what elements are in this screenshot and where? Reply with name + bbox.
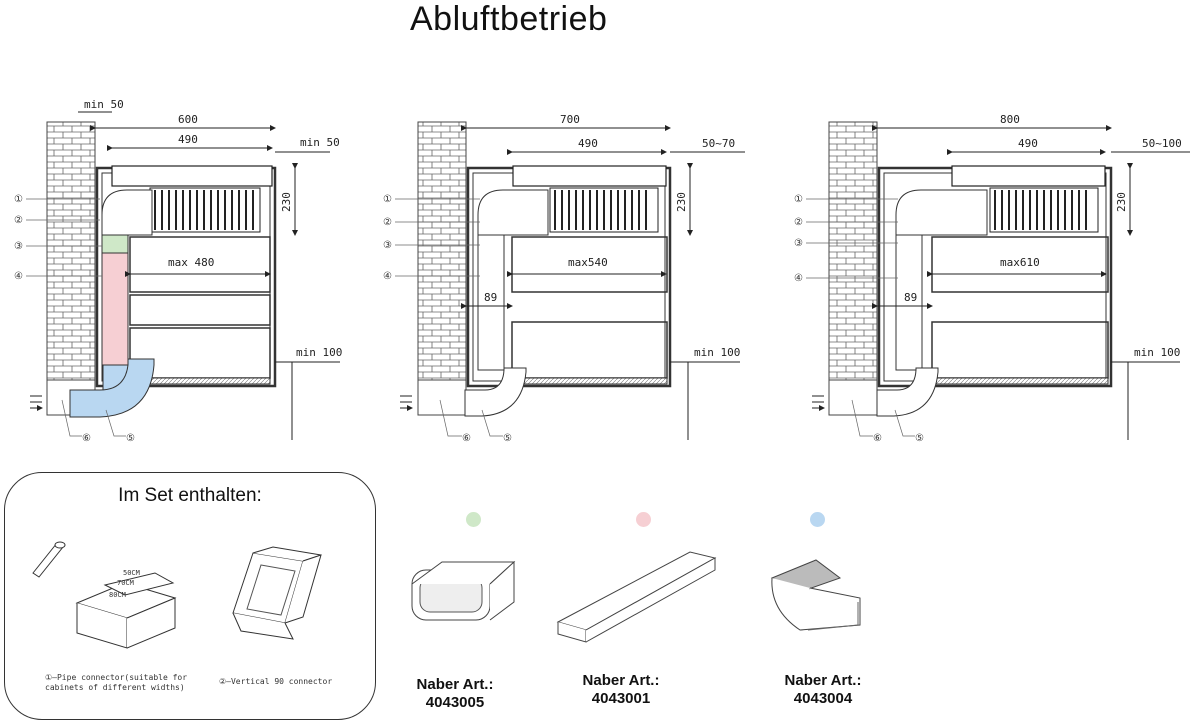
- svg-text:③: ③: [794, 238, 803, 249]
- svg-text:89: 89: [904, 291, 917, 304]
- product-label-3: Naber Art.:4043004: [784, 672, 862, 707]
- svg-text:①: ①: [794, 194, 803, 205]
- svg-text:80CM: 80CM: [109, 591, 126, 599]
- svg-text:min 100: min 100: [694, 346, 740, 359]
- svg-text:④: ④: [794, 273, 803, 284]
- svg-text:③: ③: [14, 241, 23, 252]
- svg-text:50~70: 50~70: [702, 137, 735, 150]
- dim-height: 230: [280, 192, 293, 212]
- svg-text:max540: max540: [568, 256, 608, 269]
- dim-bottom: min 100: [296, 346, 342, 359]
- svg-text:max610: max610: [1000, 256, 1040, 269]
- svg-text:50CM: 50CM: [123, 569, 140, 577]
- set-title: Im Set enthalten:: [118, 485, 262, 506]
- dim-side: min 50: [300, 136, 340, 149]
- svg-text:50~100: 50~100: [1142, 137, 1182, 150]
- dim-width: 600: [178, 113, 198, 126]
- diagram-600: 600 490 min 50 min 50 230 max 480 min 10…: [14, 98, 342, 444]
- blue-marker-dot: [810, 512, 825, 527]
- svg-text:①: ①: [383, 194, 392, 205]
- svg-text:②: ②: [383, 217, 392, 228]
- svg-text:89: 89: [484, 291, 497, 304]
- svg-text:490: 490: [1018, 137, 1038, 150]
- pipe-connector-illustration: 50CM 70CM 80CM: [32, 541, 177, 649]
- installation-diagrams: 600 490 min 50 min 50 230 max 480 min 10…: [14, 98, 1190, 444]
- svg-text:min 100: min 100: [1134, 346, 1180, 359]
- pink-marker-dot: [636, 512, 651, 527]
- green-marker-dot: [466, 512, 481, 527]
- vertical-90-connector-illustration: [232, 546, 322, 640]
- svg-text:⑤: ⑤: [503, 433, 512, 444]
- dim-hood: 490: [178, 133, 198, 146]
- svg-text:⑤: ⑤: [915, 433, 924, 444]
- dim-left: min 50: [84, 98, 124, 111]
- svg-text:⑥: ⑥: [462, 433, 471, 444]
- dim-max: max 480: [168, 256, 214, 269]
- svg-text:③: ③: [383, 240, 392, 251]
- svg-text:700: 700: [560, 113, 580, 126]
- svg-text:800: 800: [1000, 113, 1020, 126]
- svg-text:⑤: ⑤: [126, 433, 135, 444]
- svg-text:230: 230: [675, 192, 688, 212]
- svg-text:230: 230: [1115, 192, 1128, 212]
- svg-text:⑥: ⑥: [82, 433, 91, 444]
- set-illustrations: 50CM 70CM 80CM: [32, 541, 322, 649]
- flat-duct: [556, 551, 717, 643]
- svg-text:①: ①: [14, 194, 23, 205]
- svg-text:490: 490: [578, 137, 598, 150]
- duct-bend: [770, 559, 861, 631]
- product-illustrations: [411, 551, 861, 643]
- diagram-800: 800 490 50~100 230 max610 89 min 100 ① ②…: [794, 113, 1190, 444]
- product-label-2: Naber Art.:4043001: [582, 672, 660, 707]
- svg-text:④: ④: [383, 271, 392, 282]
- page-title: Abluftbetrieb: [410, 0, 608, 38]
- diagram-700: 700 490 50~70 230 max540 89 min 100 ① ② …: [383, 113, 745, 444]
- set-contents-panel: Im Set enthalten: 50CM 70CM 80CM ①—Pipe …: [4, 472, 376, 720]
- caption-vertical-connector: ②—Vertical 90 connector: [219, 677, 333, 686]
- svg-text:70CM: 70CM: [117, 579, 134, 587]
- svg-text:④: ④: [14, 271, 23, 282]
- svg-text:⑥: ⑥: [873, 433, 882, 444]
- product-label-1: Naber Art.:4043005: [416, 676, 494, 711]
- svg-text:②: ②: [794, 217, 803, 228]
- caption-pipe-connector: ①—Pipe connector(suitable for cabinets o…: [45, 673, 188, 692]
- short-duct-connector: [411, 560, 516, 621]
- svg-text:②: ②: [14, 215, 23, 226]
